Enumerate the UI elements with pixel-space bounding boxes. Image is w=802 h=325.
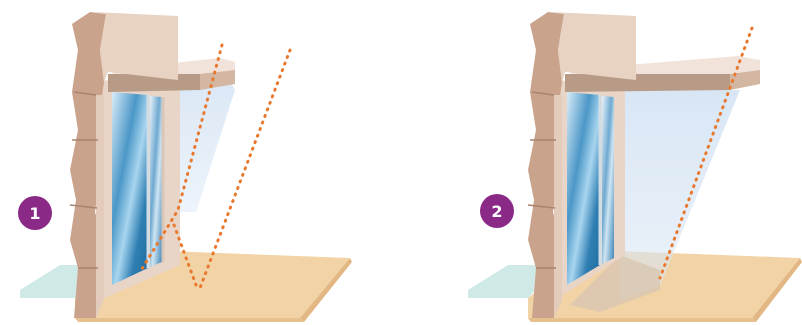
light-zone-shadow [570,255,660,312]
badge-1 [18,196,52,230]
window-glass [112,92,148,285]
floor-front-edge [528,318,756,322]
light-zone [165,80,235,212]
floor-front-edge [75,318,304,322]
sun-ray [658,26,754,280]
sun-ray [198,48,292,290]
panel-2: 2 [468,12,802,322]
overhang-side [730,70,760,90]
wall-front-lower [96,95,104,318]
wall-stone-lines [527,91,556,269]
floor-edge [300,258,352,322]
window-glass [567,92,600,285]
floor-edge [752,258,802,322]
sun-ray [138,43,224,274]
wall-front-lower [554,95,562,318]
badge-2-label: 2 [491,202,502,221]
badge-2 [480,194,514,228]
wall-front [92,12,178,82]
overhang-side [200,70,235,90]
panel-1: 1 [18,12,352,322]
wall-front [550,12,636,82]
window-glass-right [150,96,162,267]
light-zone [620,90,740,300]
badge-1-label: 1 [29,204,40,223]
overhang-front [565,74,730,92]
window-glass-right [602,96,614,264]
wall-stone-lines [69,91,98,269]
